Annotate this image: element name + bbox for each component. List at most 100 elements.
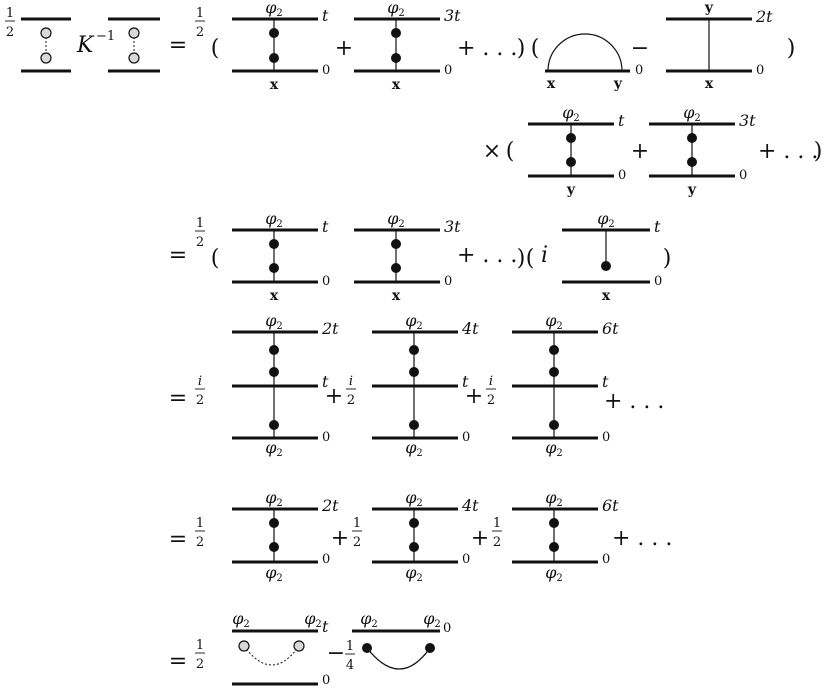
r4-d2-mid-label: t: [462, 372, 469, 391]
r4-d3-zero-label: 0: [602, 430, 610, 445]
r4-d1-vertex: [269, 367, 279, 377]
r5-frac1-den: 2: [196, 535, 204, 550]
phi-label: φ2: [232, 609, 250, 630]
r4-d1-zero-label: 0: [322, 430, 330, 445]
r2-d1-vertex: [566, 133, 576, 143]
xy-x: x: [705, 76, 714, 92]
r4-d2-vertex: [409, 367, 419, 377]
lhs-d2-dot: [128, 27, 140, 39]
r1-d2-time-label: 3t: [444, 6, 461, 25]
r4-d2-vertex: [409, 420, 419, 430]
equals-1: =: [169, 33, 187, 58]
K-symbol: K: [76, 33, 95, 58]
r3-rparen: ): [517, 246, 526, 271]
phi-label: φ2: [265, 311, 283, 332]
r3-d1-zero-label: 0: [322, 274, 330, 289]
r6-d1-zero: 0: [322, 673, 330, 688]
lhs-d1-dot: [40, 52, 52, 64]
r4-frac1-num: i: [198, 374, 202, 389]
lhs-half-den: 2: [6, 25, 14, 40]
phi-label: φ2: [265, 563, 283, 584]
equals-3: =: [169, 386, 187, 411]
r1-half-num: 1: [196, 6, 204, 21]
r4-d3-vertex: [549, 367, 559, 377]
r1-d1-point-label: x: [270, 77, 279, 93]
r1-half-den: 2: [196, 25, 204, 40]
phi-label: φ2: [405, 311, 423, 332]
phi-label: φ2: [265, 488, 283, 509]
r6-frac-num: 1: [196, 638, 204, 653]
r5-frac2-den: 2: [353, 535, 361, 550]
r5-d2-zero-label: 0: [462, 552, 470, 567]
phi-label: φ2: [545, 488, 563, 509]
r4-frac1-den: 2: [196, 393, 204, 408]
r2-lparen: (: [506, 139, 515, 164]
r5-plus2: +: [471, 526, 489, 551]
arc-zero: 0: [635, 63, 643, 78]
r4-d1-top-label: 2t: [321, 319, 339, 338]
r3-lparen: (: [211, 246, 220, 271]
r4-frac3-den: 2: [487, 393, 495, 408]
r3-d2-time-label: 3t: [444, 217, 461, 236]
r4-d3-mid-label: t: [602, 372, 609, 391]
phi-label: φ2: [405, 488, 423, 509]
lhs-half-num: 1: [6, 6, 14, 21]
r2-d1-zero-label: 0: [618, 168, 626, 183]
r3-d1-time-label: t: [322, 217, 329, 236]
r5-frac3-num: 1: [493, 516, 501, 531]
r1-rparen: ): [517, 36, 526, 61]
r1-d2-point-label: x: [392, 77, 401, 93]
r4-d2-top-label: 4t: [461, 319, 479, 338]
r5-d3-vertex: [549, 542, 559, 552]
r1-d1-vertex: [269, 28, 279, 38]
dots2: + . . .: [758, 139, 818, 164]
r5-frac1-num: 1: [196, 516, 204, 531]
r1-d2-vertex: [391, 53, 401, 63]
r2-d2-time-label: 3t: [739, 111, 756, 130]
r3-d3-t: t: [654, 217, 661, 236]
r6-d2-prop: [366, 647, 431, 670]
r6-d1-dot: [293, 640, 305, 652]
phi-label: φ2: [304, 609, 322, 630]
arc-x: x: [547, 76, 556, 92]
phi-label: φ2: [423, 609, 441, 630]
r4-plus2: +: [465, 384, 483, 409]
minus: −: [631, 36, 649, 61]
r4-d1-mid-label: t: [322, 372, 329, 391]
phi-label: φ2: [387, 209, 405, 230]
r6-d2-vertex: [362, 643, 372, 653]
equals-4: =: [169, 527, 187, 552]
r5-d3-vertex: [549, 518, 559, 528]
r5-d3-zero-label: 0: [602, 552, 610, 567]
phi-label: φ2: [387, 0, 405, 19]
arc-y: y: [613, 76, 623, 92]
r6-minus: −: [327, 641, 345, 666]
r5-d1-zero-label: 0: [322, 552, 330, 567]
r4-plus1: +: [325, 384, 343, 409]
r1-lparen2: (: [531, 36, 540, 61]
r5-d1-vertex: [269, 542, 279, 552]
r1-d2-vertex: [391, 28, 401, 38]
r5-d3-top-label: 6t: [602, 496, 619, 515]
equals-2: =: [169, 243, 187, 268]
r4-d1-vertex: [269, 345, 279, 355]
r5-d2-vertex: [409, 542, 419, 552]
r3-d2-point-label: x: [392, 288, 401, 304]
r4-d3-vertex: [549, 345, 559, 355]
r4-d3-top-label: 6t: [602, 319, 619, 338]
equals-5: =: [169, 649, 187, 674]
r3-half-num: 1: [196, 216, 204, 231]
phi-label: φ2: [545, 311, 563, 332]
dots: + . . .: [457, 36, 517, 61]
r4-d1-vertex: [269, 420, 279, 430]
r3-d2-zero-label: 0: [444, 274, 452, 289]
dots3: + . . .: [457, 243, 517, 268]
r4-frac2-den: 2: [347, 393, 355, 408]
r3-d3-vertex: [601, 261, 611, 271]
dots5: + . . .: [612, 526, 672, 551]
r6-d1-t: t: [322, 617, 329, 636]
r2-d2-vertex: [687, 133, 697, 143]
